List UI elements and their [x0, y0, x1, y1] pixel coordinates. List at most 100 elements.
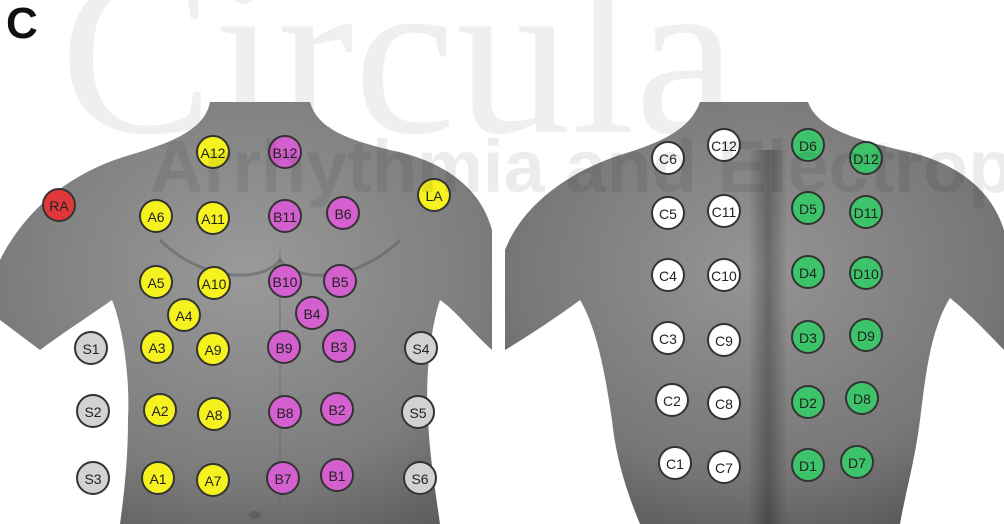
- electrode-d9: D9: [850, 319, 882, 351]
- electrode-b7: B7: [267, 462, 299, 494]
- electrode-b10: B10: [269, 265, 301, 297]
- electrode-b1: B1: [321, 459, 353, 491]
- electrode-a4: A4: [168, 299, 200, 331]
- electrode-label: B9: [275, 340, 292, 356]
- electrode-label: B6: [334, 206, 351, 222]
- electrode-d4: D4: [792, 256, 824, 288]
- electrode-b8: B8: [269, 396, 301, 428]
- electrode-c11: C11: [708, 195, 740, 227]
- electrode-label: B5: [331, 274, 348, 290]
- electrode-c7: C7: [708, 451, 740, 483]
- electrode-label: A1: [149, 471, 166, 487]
- electrode-s2: S2: [77, 395, 109, 427]
- electrode-label: A5: [147, 275, 164, 291]
- electrode-label: C2: [663, 393, 681, 409]
- electrode-b2: B2: [321, 393, 353, 425]
- electrode-b3: B3: [323, 330, 355, 362]
- front-torso: [0, 102, 492, 524]
- electrode-c3: C3: [652, 322, 684, 354]
- electrode-label: B4: [303, 306, 320, 322]
- electrode-a3: A3: [141, 331, 173, 363]
- electrode-d2: D2: [792, 386, 824, 418]
- electrode-s3: S3: [77, 462, 109, 494]
- electrode-b6: B6: [327, 197, 359, 229]
- electrode-label: C10: [711, 268, 737, 284]
- electrode-label: A3: [148, 340, 165, 356]
- electrode-label: S6: [411, 471, 428, 487]
- electrode-a10: A10: [198, 267, 230, 299]
- electrode-d7: D7: [841, 446, 873, 478]
- electrode-label: A2: [151, 403, 168, 419]
- electrode-a9: A9: [197, 333, 229, 365]
- electrode-label: S2: [84, 404, 101, 420]
- electrode-label: S4: [412, 341, 429, 357]
- electrode-b12: B12: [269, 136, 301, 168]
- electrode-label: C9: [715, 333, 733, 349]
- electrode-label: B7: [274, 471, 291, 487]
- electrode-d12: D12: [850, 142, 882, 174]
- electrode-a8: A8: [198, 398, 230, 430]
- electrode-a1: A1: [142, 462, 174, 494]
- electrode-c8: C8: [708, 387, 740, 419]
- electrode-label: S1: [82, 341, 99, 357]
- electrode-s5: S5: [402, 396, 434, 428]
- electrode-label: B1: [328, 468, 345, 484]
- electrode-s4: S4: [405, 332, 437, 364]
- electrode-label: C12: [711, 138, 737, 154]
- electrode-label: D10: [853, 266, 879, 282]
- electrode-label: A7: [204, 473, 221, 489]
- electrode-label: C11: [712, 204, 737, 220]
- electrode-b9: B9: [268, 331, 300, 363]
- electrode-label: B3: [330, 339, 347, 355]
- electrode-label: S3: [84, 471, 101, 487]
- electrode-label: C7: [715, 460, 733, 476]
- electrode-label: C5: [659, 206, 677, 222]
- electrode-label: A11: [201, 211, 225, 227]
- electrode-c12: C12: [708, 129, 740, 161]
- electrode-a12: A12: [197, 136, 229, 168]
- electrode-a2: A2: [144, 394, 176, 426]
- electrode-c1: C1: [659, 447, 691, 479]
- electrode-la: LA: [418, 179, 450, 211]
- electrode-a7: A7: [197, 464, 229, 496]
- electrode-d1: D1: [792, 449, 824, 481]
- electrode-label: B11: [273, 209, 297, 225]
- electrode-b5: B5: [324, 265, 356, 297]
- electrode-c4: C4: [652, 259, 684, 291]
- electrode-label: D1: [799, 458, 817, 474]
- electrode-label: A12: [201, 145, 226, 161]
- electrode-a11: A11: [197, 202, 229, 234]
- electrode-c10: C10: [708, 259, 740, 291]
- electrode-a5: A5: [140, 266, 172, 298]
- electrode-label: A10: [202, 276, 227, 292]
- electrode-c6: C6: [652, 142, 684, 174]
- electrode-label: RA: [49, 198, 69, 214]
- electrode-ra: RA: [43, 189, 75, 221]
- electrode-d6: D6: [792, 129, 824, 161]
- electrode-d8: D8: [846, 382, 878, 414]
- electrode-label: D3: [799, 330, 817, 346]
- electrode-d11: D11: [850, 196, 882, 228]
- electrode-c2: C2: [656, 384, 688, 416]
- electrode-b11: B11: [269, 200, 301, 232]
- electrode-label: D5: [799, 201, 817, 217]
- electrode-label: C6: [659, 151, 677, 167]
- electrode-label: D12: [853, 151, 879, 167]
- electrode-label: A6: [147, 209, 164, 225]
- electrode-b4: B4: [296, 297, 328, 329]
- panel-label: C: [6, 2, 38, 46]
- electrode-label: LA: [425, 188, 443, 204]
- electrode-c5: C5: [652, 197, 684, 229]
- electrode-label: A8: [205, 407, 222, 423]
- back-torso: [505, 102, 1004, 524]
- electrode-label: D4: [799, 265, 817, 281]
- electrode-label: B2: [328, 402, 345, 418]
- electrode-a6: A6: [140, 200, 172, 232]
- electrode-s6: S6: [404, 462, 436, 494]
- electrode-label: D11: [854, 205, 879, 221]
- electrode-label: A9: [204, 342, 221, 358]
- electrode-label: B10: [273, 274, 298, 290]
- electrode-label: B12: [273, 145, 298, 161]
- electrode-label: C8: [715, 396, 733, 412]
